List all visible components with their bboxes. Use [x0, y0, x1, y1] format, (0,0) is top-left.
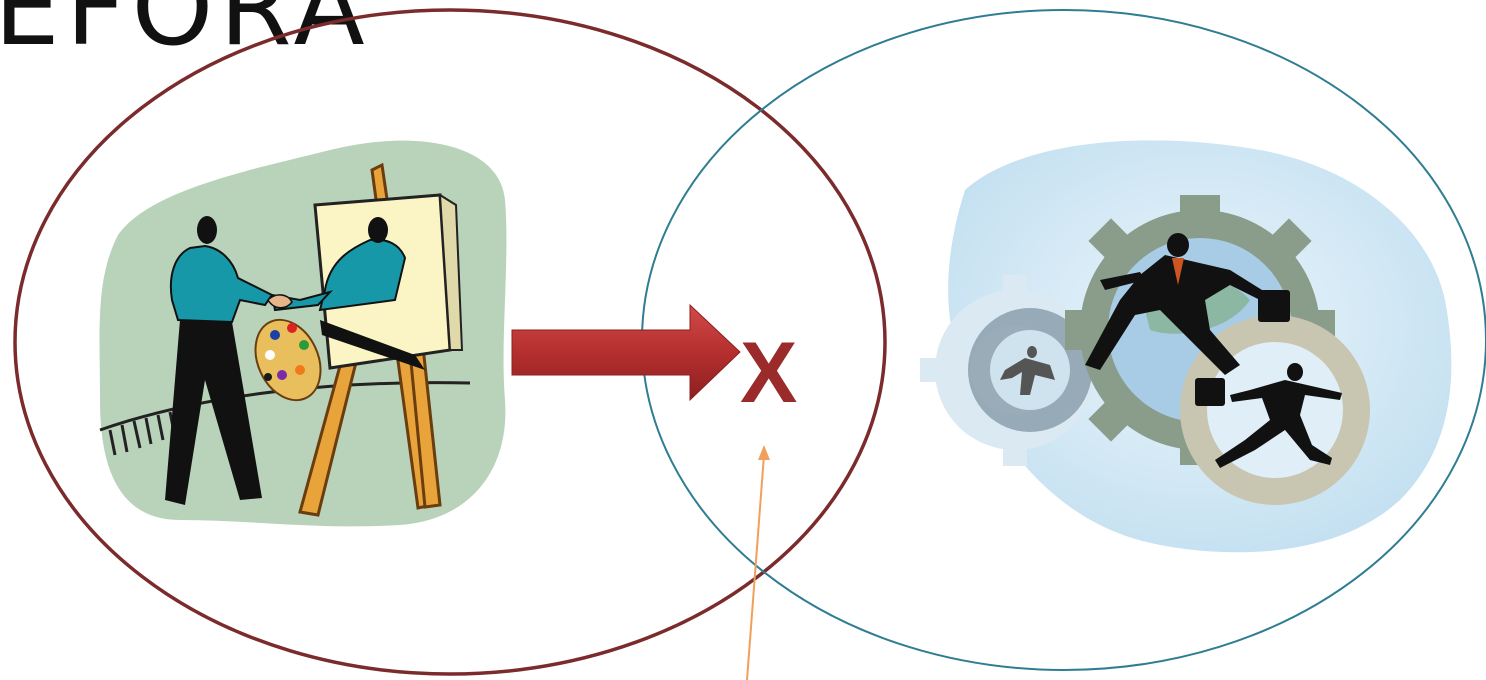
pointer-arrowhead-icon [758, 445, 770, 460]
businessman-3 [1000, 346, 1055, 395]
palette-icon [254, 318, 322, 402]
x-mark: X [740, 325, 798, 421]
left-circle [13, 8, 887, 676]
pointer-line [746, 454, 765, 680]
businessmen-gears-clipart-icon [920, 140, 1452, 553]
businessman-1 [1085, 233, 1290, 375]
artist-clipart-icon [99, 140, 507, 527]
artist-body [170, 244, 274, 324]
right-arrow-icon [511, 303, 741, 402]
businessman-2 [1195, 363, 1342, 468]
artist-legs [165, 320, 262, 505]
